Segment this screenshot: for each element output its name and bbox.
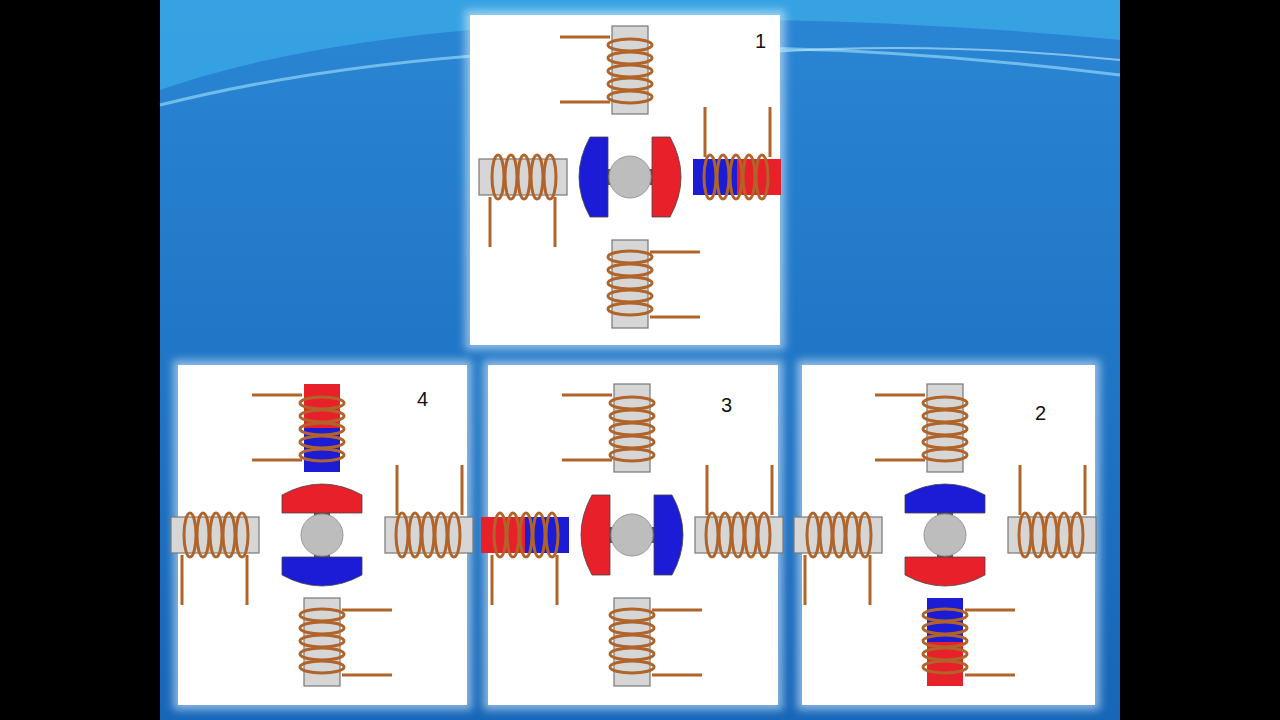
rotor [579, 137, 681, 217]
electromagnet [794, 513, 882, 605]
step-number: 4 [417, 389, 428, 409]
stepper-motor [794, 384, 1096, 686]
electromagnet [1008, 465, 1096, 557]
electromagnet [610, 598, 702, 686]
electromagnet [875, 384, 967, 472]
stepper-motor [171, 384, 473, 686]
step-panel [470, 15, 780, 345]
electromagnet [562, 384, 654, 472]
electromagnet [693, 107, 781, 199]
step-panel [802, 365, 1095, 705]
electromagnet [560, 26, 652, 114]
stepper-motor [481, 384, 783, 686]
rotor [905, 484, 985, 586]
electromagnet [481, 513, 569, 605]
step-number: 3 [721, 395, 732, 415]
step-number: 2 [1035, 403, 1046, 423]
rotor [282, 484, 362, 586]
electromagnet [171, 513, 259, 605]
electromagnet [300, 598, 392, 686]
stepper-motor [479, 26, 781, 328]
step-number: 1 [755, 31, 766, 51]
rotor [581, 495, 683, 575]
electromagnet [385, 465, 473, 557]
electromagnet [923, 598, 1015, 686]
electromagnet [252, 384, 344, 472]
electromagnet [608, 240, 700, 328]
electromagnet [695, 465, 783, 557]
electromagnet [479, 155, 567, 247]
